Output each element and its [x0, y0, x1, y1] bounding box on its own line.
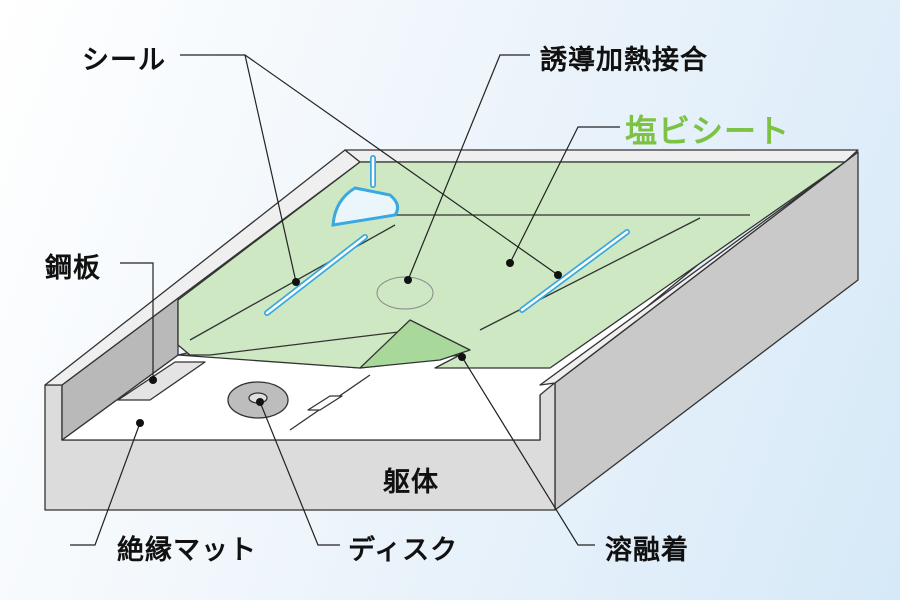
label-steel-plate: 鋼板 — [45, 253, 101, 284]
steel-plate — [117, 361, 206, 401]
right-wall-top — [539, 151, 859, 386]
label-pvc-sheet: 塩ビシート — [625, 112, 791, 150]
pvc-sheet-curl — [359, 319, 471, 369]
seal-gun-icon — [331, 186, 400, 227]
label-fusion: 溶融着 — [605, 535, 689, 566]
label-seal: シール — [82, 45, 166, 76]
label-structure: 躯体 — [383, 467, 439, 498]
label-disk: ディスク — [348, 535, 459, 566]
label-insulation-mat: 絶縁マット — [117, 535, 257, 566]
label-induction-joint: 誘導加熱接合 — [540, 45, 708, 76]
